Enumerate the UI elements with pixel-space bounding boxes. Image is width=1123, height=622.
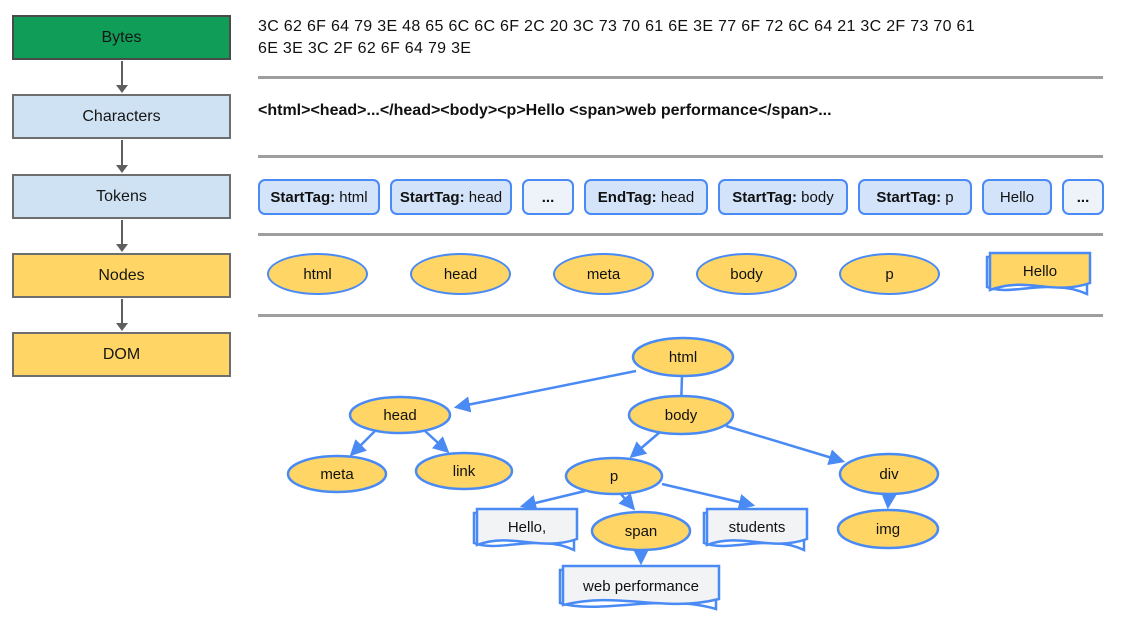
stage-bytes-label: Bytes — [101, 28, 142, 46]
flow-arrow-icon — [115, 61, 129, 93]
dom-node-meta — [286, 454, 388, 494]
dom-node-p — [564, 456, 664, 496]
stage-tokens: Tokens — [12, 174, 231, 219]
stage-nodes: Nodes — [12, 253, 231, 298]
token-kind: ... — [1076, 188, 1090, 206]
dom-node-div — [838, 452, 940, 496]
stage-dom: DOM — [12, 332, 231, 377]
dom-node-p-label: p — [610, 468, 618, 485]
flow-arrow-icon — [115, 299, 129, 331]
flow-arrow-icon — [115, 140, 129, 173]
dom-tree-text-nodes: Hello, students web performance — [472, 507, 809, 611]
dom-node-students-label: students — [729, 519, 786, 536]
token-value: html — [335, 188, 368, 206]
dom-node-span — [590, 510, 692, 552]
bytes-hex-line2: 6E 3E 3C 2F 62 6F 64 79 3E — [258, 40, 472, 57]
stage-characters: Characters — [12, 94, 231, 139]
dom-node-body-label: body — [665, 407, 698, 424]
stage-nodes-label: Nodes — [98, 266, 145, 284]
token-kind: StartTag: — [876, 188, 942, 206]
divider — [258, 233, 1103, 236]
document-shape-shadow — [558, 568, 718, 611]
divider — [258, 76, 1103, 79]
dom-node-link — [414, 451, 514, 491]
dom-node-link-label: link — [453, 463, 476, 480]
token-kind: StartTag: — [270, 188, 336, 206]
dom-tree: html head body meta link p div span img … — [286, 336, 940, 611]
token-value: head — [464, 188, 503, 206]
dom-node-hello-label: Hello, — [508, 519, 546, 536]
node-p: p — [839, 253, 940, 295]
characters-text: <html><head>...</head><body><p>Hello <sp… — [258, 102, 832, 119]
document-shape-web-performance — [561, 564, 721, 607]
token-ellipsis: ... — [522, 179, 574, 215]
dom-node-div-label: div — [879, 466, 899, 483]
stage-tokens-label: Tokens — [96, 187, 147, 205]
dom-node-head-label: head — [383, 407, 416, 424]
dom-node-body — [627, 394, 735, 436]
node-hello-label: Hello — [1023, 263, 1057, 280]
edge-body-div — [725, 424, 846, 466]
document-shape-hello — [475, 507, 579, 547]
edge-p-students — [661, 482, 756, 510]
document-shape-shadow — [985, 255, 1089, 296]
node-hello-document: Hello — [984, 249, 1096, 301]
document-shape-shadow — [702, 511, 806, 552]
bytes-hex-line1: 3C 62 6F 64 79 3E 48 65 6C 6C 6F 2C 20 3… — [258, 18, 975, 35]
edge-head-link — [424, 430, 450, 454]
flow-arrow-icon — [115, 220, 129, 252]
divider — [258, 314, 1103, 317]
dom-node-html — [631, 336, 735, 378]
dom-tree-nodes: html head body meta link p div span img — [286, 336, 940, 552]
dom-node-web-performance-label: web performance — [582, 578, 699, 595]
edge-html-head — [453, 369, 637, 413]
token-value: head — [656, 188, 695, 206]
edge-head-meta — [349, 430, 376, 457]
dom-node-head — [348, 395, 452, 435]
document-shape-students — [705, 507, 809, 547]
node-html: html — [267, 253, 368, 295]
edge-p-span — [618, 492, 636, 511]
stage-characters-label: Characters — [82, 107, 161, 125]
dom-node-span-label: span — [625, 523, 658, 540]
document-shape-shadow — [472, 511, 576, 552]
token-row: StartTag: html StartTag: head ... EndTag… — [258, 179, 1104, 215]
token-value: p — [941, 188, 954, 206]
token-value: body — [797, 188, 834, 206]
token-kind: ... — [541, 188, 555, 206]
token-kind: EndTag: — [597, 188, 657, 206]
token-starttag-p: StartTag: p — [858, 179, 972, 215]
dom-node-img-label: img — [876, 521, 900, 538]
node-body: body — [696, 253, 797, 295]
edge-body-p — [629, 431, 661, 459]
token-ellipsis: ... — [1062, 179, 1104, 215]
token-starttag-html: StartTag: html — [258, 179, 380, 215]
token-hello: Hello — [982, 179, 1052, 215]
document-shape — [988, 251, 1092, 292]
dom-node-html-label: html — [669, 349, 697, 366]
stage-dom-label: DOM — [102, 345, 141, 363]
token-starttag-body: StartTag: body — [718, 179, 848, 215]
node-head: head — [410, 253, 511, 295]
node-meta: meta — [553, 253, 654, 295]
divider — [258, 155, 1103, 158]
stage-bytes: Bytes — [12, 15, 231, 60]
dom-node-meta-label: meta — [320, 466, 354, 483]
token-kind: StartTag: — [732, 188, 798, 206]
dom-node-img — [836, 508, 940, 550]
dom-tree-edges — [349, 369, 898, 566]
edge-p-hello — [519, 489, 586, 511]
edge-div-img — [880, 492, 898, 510]
token-value: Hello — [999, 188, 1035, 206]
token-endtag-head: EndTag: head — [584, 179, 708, 215]
token-kind: StartTag: — [399, 188, 465, 206]
token-starttag-head: StartTag: head — [390, 179, 512, 215]
